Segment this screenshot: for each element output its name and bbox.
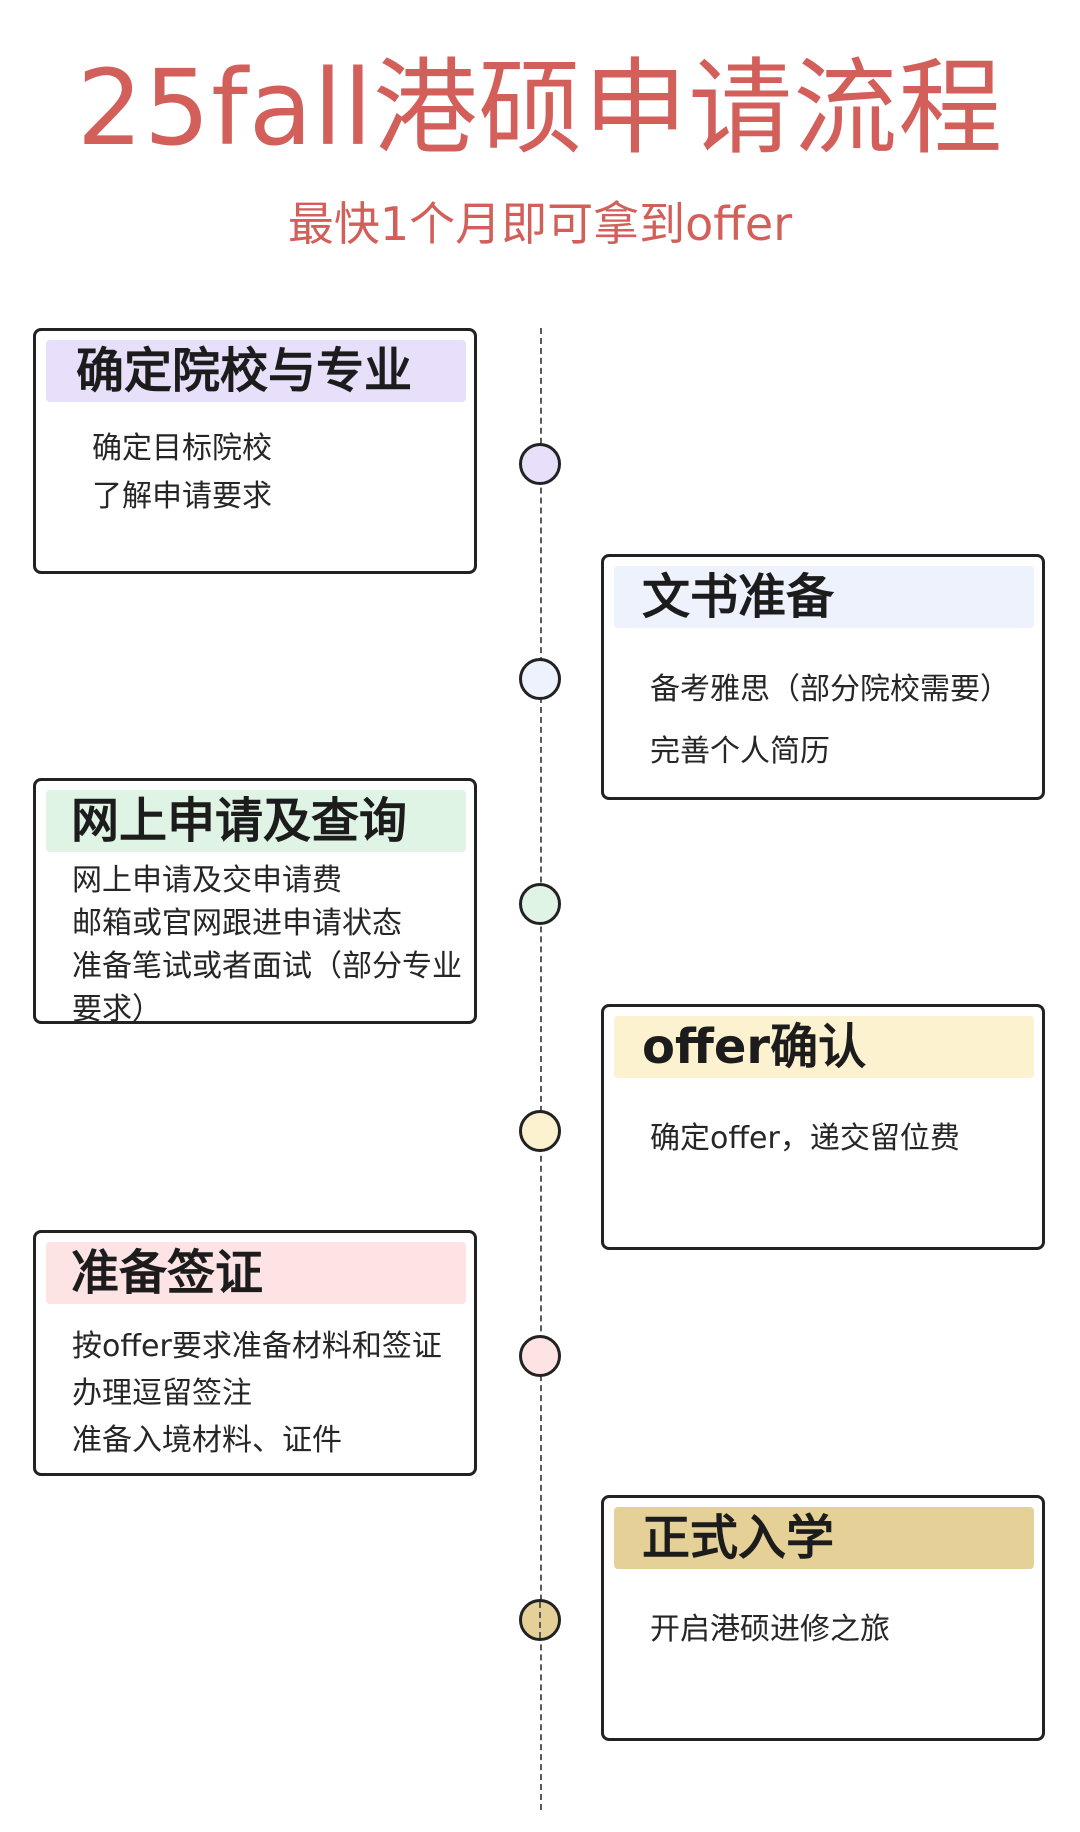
step-item: 准备笔试或者面试（部分专业 (72, 949, 462, 984)
step-item: 网上申请及交申请费 (72, 863, 342, 898)
step-item: 了解申请要求 (92, 479, 272, 514)
step-item: 开启港硕进修之旅 (650, 1612, 890, 1647)
step-title: 准备签证 (71, 1245, 264, 1301)
step-header (46, 790, 466, 852)
step-header (614, 566, 1034, 628)
step-title: 文书准备 (642, 569, 835, 625)
step-item: 确定目标院校 (92, 431, 272, 466)
step-item: 确定offer，递交留位费 (650, 1121, 960, 1156)
timeline-line (540, 328, 542, 1810)
step-item: 按offer要求准备材料和签证 (72, 1329, 442, 1364)
step-item-list: 确定目标院校 了解申请要求 (92, 425, 272, 521)
step-card-school-major: 确定院校与专业 确定目标院校 了解申请要求 (33, 328, 477, 574)
step-title: 正式入学 (642, 1510, 835, 1566)
step-title: offer确认 (642, 1019, 867, 1075)
step-item-list: 网上申请及交申请费 邮箱或官网跟进申请状态 准备笔试或者面试（部分专业 要求） (72, 859, 462, 1031)
step-card-visa: 准备签证 按offer要求准备材料和签证 办理逗留签注 准备入境材料、证件 (33, 1230, 477, 1476)
step-card-documents: 文书准备 备考雅思（部分院校需要） 完善个人简历 (601, 554, 1045, 800)
timeline-dot (519, 883, 561, 925)
step-item: 完善个人简历 (650, 734, 830, 769)
step-card-offer-confirm: offer确认 确定offer，递交留位费 (601, 1004, 1045, 1250)
step-title: 确定院校与专业 (76, 343, 413, 399)
step-header (46, 340, 466, 402)
step-item-list: 确定offer，递交留位费 (650, 1109, 960, 1169)
step-item: 备考雅思（部分院校需要） (650, 672, 1010, 707)
step-item: 办理逗留签注 (72, 1376, 252, 1411)
timeline-dot (519, 1599, 561, 1641)
timeline-dot (519, 1335, 561, 1377)
step-card-online-application: 网上申请及查询 网上申请及交申请费 邮箱或官网跟进申请状态 准备笔试或者面试（部… (33, 778, 477, 1027)
step-item: 邮箱或官网跟进申请状态 (72, 906, 402, 941)
step-title: 网上申请及查询 (71, 793, 408, 849)
timeline-dot (519, 1110, 561, 1152)
page-subtitle: 最快1个月即可拿到offer (287, 197, 793, 251)
step-item-list: 按offer要求准备材料和签证 办理逗留签注 准备入境材料、证件 (72, 1323, 442, 1464)
step-header (614, 1016, 1034, 1078)
step-card-enrollment: 正式入学 开启港硕进修之旅 (601, 1495, 1045, 1741)
timeline-dot (519, 658, 561, 700)
step-header (614, 1507, 1034, 1569)
step-item-list: 备考雅思（部分院校需要） 完善个人简历 (650, 659, 1010, 783)
page-title: 25fall港硕申请流程 (76, 47, 1004, 169)
step-item: 准备入境材料、证件 (72, 1423, 342, 1458)
dot-dash-line (539, 1602, 541, 1638)
step-item-list: 开启港硕进修之旅 (650, 1600, 890, 1660)
step-header (46, 1242, 466, 1304)
timeline-dot (519, 443, 561, 485)
step-item: 要求） (72, 992, 162, 1027)
